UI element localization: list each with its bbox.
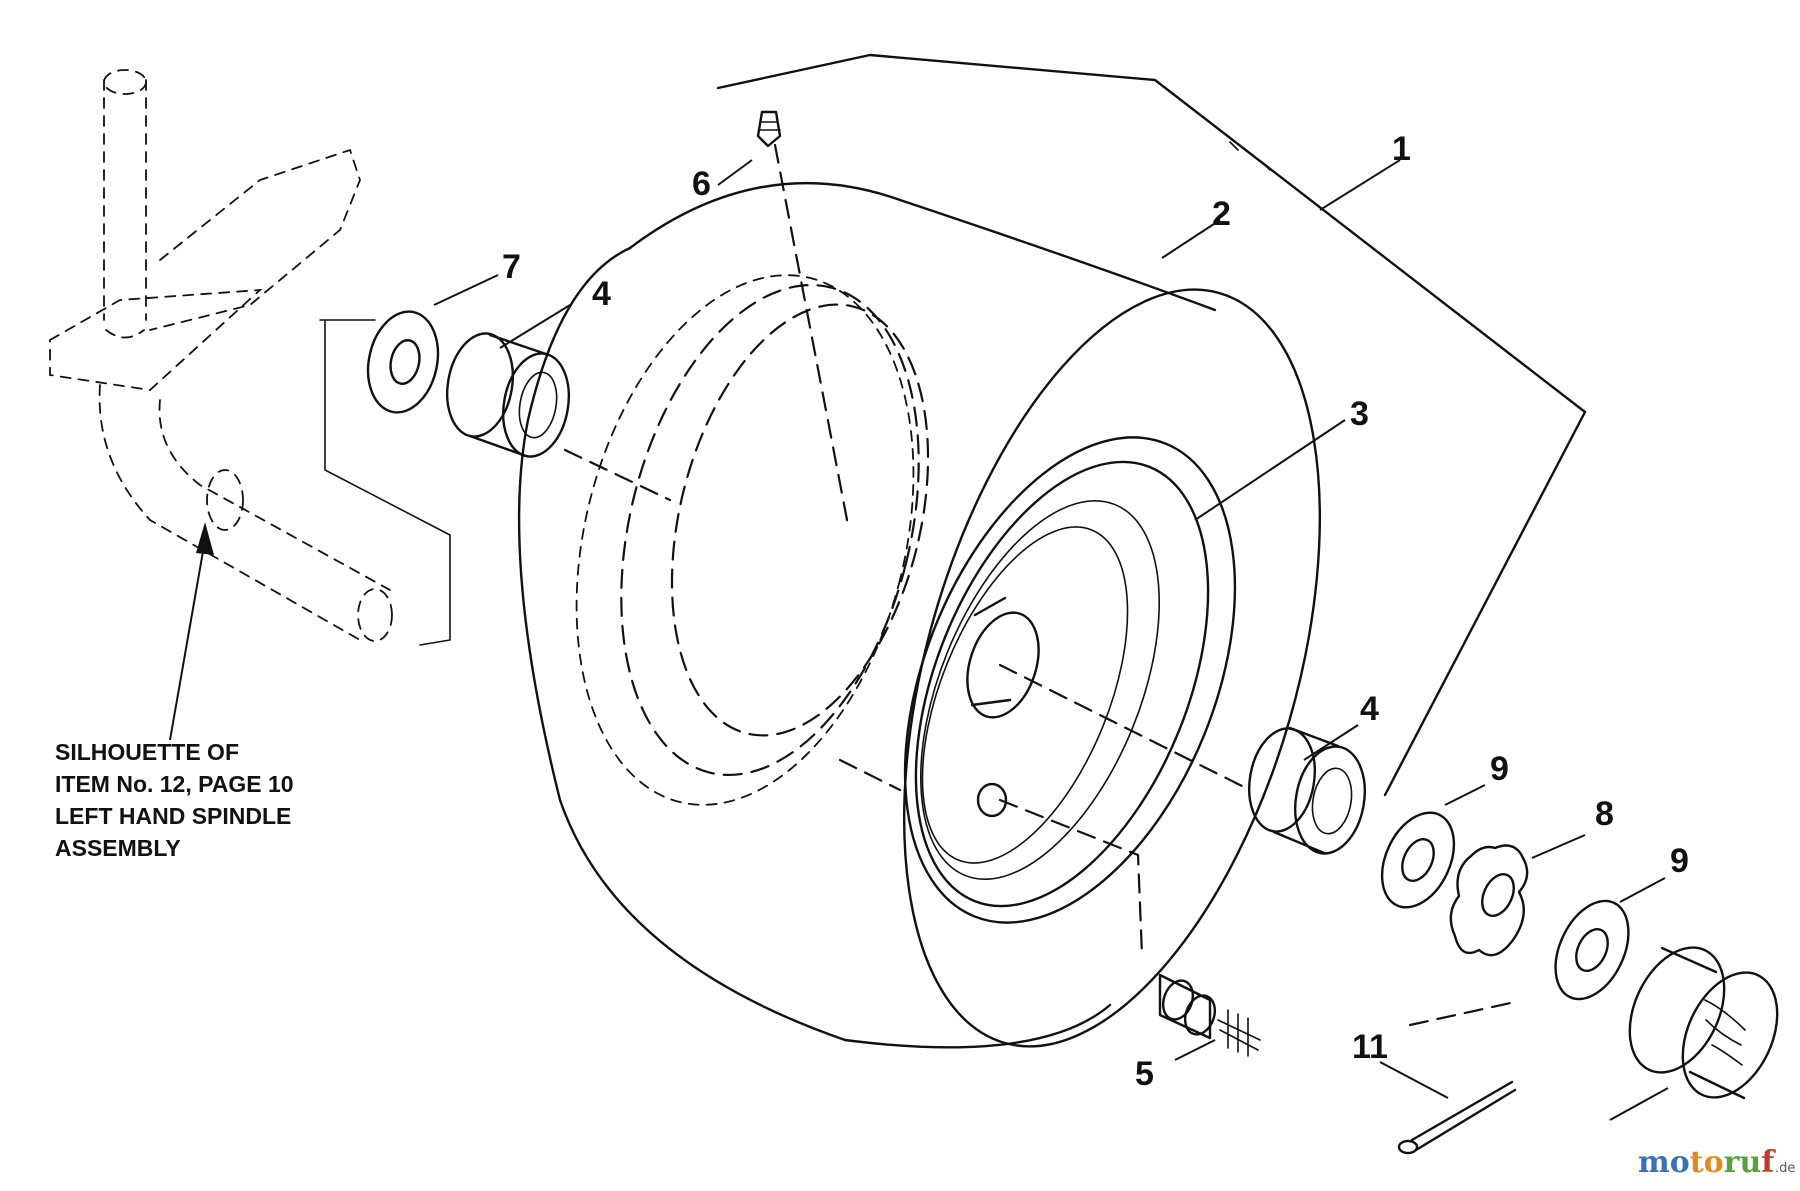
callout-5: 5 (1135, 1055, 1154, 1093)
note-line-2: ITEM No. 12, PAGE 10 (55, 771, 294, 797)
watermark-letter-4: o (1704, 1145, 1724, 1180)
washer-left (366, 310, 440, 414)
callout-6: 6 (692, 165, 711, 203)
centerlines (563, 143, 1517, 1027)
note-line-4: ASSEMBLY (55, 835, 181, 861)
callout-2: 2 (1212, 195, 1231, 233)
leader-lines (169, 159, 1669, 1121)
valve-stem (1158, 973, 1261, 1057)
callout-8: 8 (1595, 795, 1614, 833)
callout-9-lower: 9 (1670, 842, 1689, 880)
washer-right-2 (1554, 899, 1630, 1001)
bushing-left (446, 332, 570, 458)
hub-cap (1628, 946, 1779, 1100)
washer-right-1 (1380, 811, 1456, 909)
bushing-right (1248, 726, 1366, 855)
watermark-logo: motoruf .de (1638, 1145, 1795, 1180)
watermark-letter-2: o (1670, 1145, 1690, 1180)
watermark-tld: .de (1775, 1161, 1795, 1176)
svg-text:motoruf: motoruf (1638, 1145, 1776, 1180)
callout-4-left: 4 (592, 275, 611, 313)
callout-3: 3 (1350, 395, 1369, 433)
watermark-letter-7: f (1761, 1145, 1776, 1180)
spindle-silhouette (49, 69, 451, 646)
note-line-3: LEFT HAND SPINDLE (55, 803, 291, 829)
grease-fitting (756, 110, 782, 148)
lock-washer (1449, 844, 1529, 957)
watermark-letter-1: m (1638, 1145, 1670, 1180)
watermark-letter-5: r (1724, 1145, 1741, 1180)
watermark-letter-3: t (1690, 1145, 1704, 1180)
spindle-note: SILHOUETTE OF ITEM No. 12, PAGE 10 LEFT … (55, 739, 294, 861)
watermark-letter-6: u (1739, 1145, 1761, 1180)
callout-7: 7 (502, 248, 521, 286)
assembly-bracket (716, 53, 1587, 797)
callout-9-upper: 9 (1490, 750, 1509, 788)
note-line-1: SILHOUETTE OF (55, 739, 239, 765)
callout-labels: 1 2 3 4 4 5 6 7 8 9 9 11 (502, 130, 1689, 1093)
callout-4-right: 4 (1360, 690, 1379, 728)
rim (903, 436, 1237, 924)
tire (517, 181, 1321, 1049)
callout-1: 1 (1392, 130, 1411, 168)
cotter-pin (1397, 1080, 1517, 1155)
callout-11: 11 (1352, 1028, 1388, 1066)
